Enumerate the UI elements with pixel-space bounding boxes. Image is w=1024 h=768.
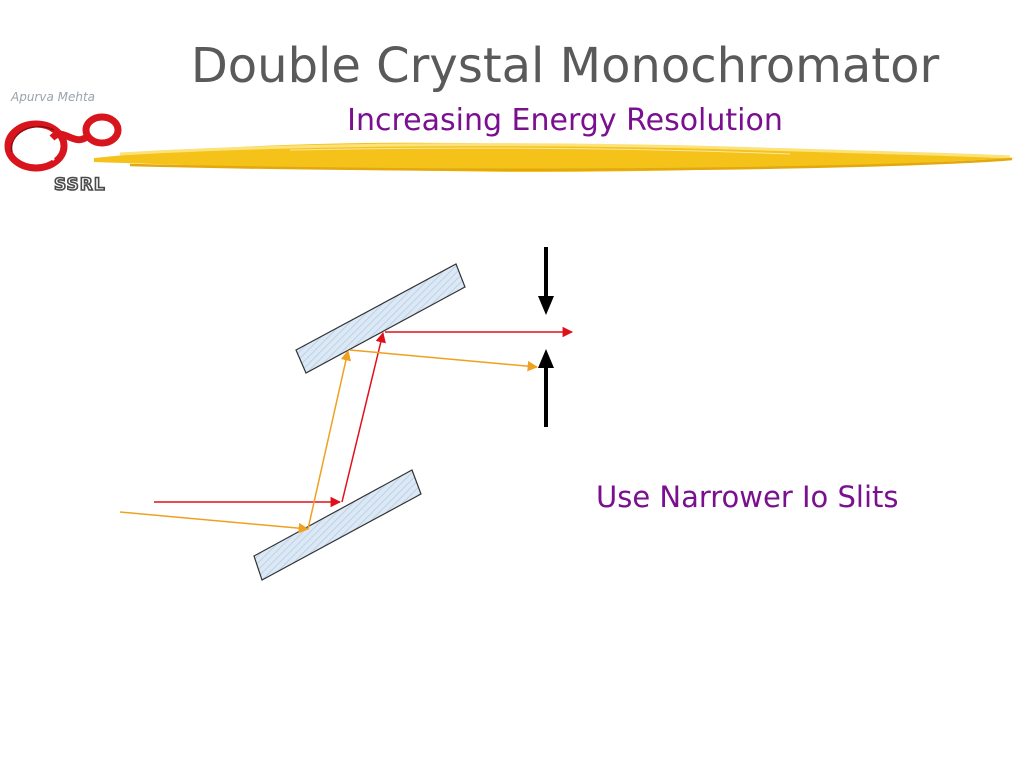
brush-stroke-main xyxy=(94,142,1016,172)
title-underline-brush xyxy=(94,142,1016,172)
logo-text: SSRL xyxy=(54,175,106,195)
brush-stroke-highlight xyxy=(119,143,1011,159)
upper-crystal xyxy=(295,263,466,374)
logo-ring-right xyxy=(82,113,122,147)
logo-ring-left xyxy=(4,120,68,172)
orange-ray-between xyxy=(307,349,352,530)
slide-title: Double Crystal Monochromator xyxy=(190,38,940,94)
ssrl-logo: SSRL xyxy=(4,113,122,196)
lower-slit-arrowhead xyxy=(538,349,554,368)
logo-ring-left-outline xyxy=(10,125,55,153)
orange-ray-exit xyxy=(349,349,539,372)
red-ray-between xyxy=(341,331,386,503)
author-label: Apurva Mehta xyxy=(11,90,96,104)
orange-ray-incident xyxy=(119,511,310,534)
logo-connector xyxy=(49,130,91,144)
logo-swirl xyxy=(20,137,55,161)
brush-stroke-shadow xyxy=(129,157,1013,171)
slits-caption: Use Narrower Io Slits xyxy=(596,480,899,514)
upper-slit-arrowhead xyxy=(538,296,554,315)
slide-subtitle: Increasing Energy Resolution xyxy=(347,103,783,138)
lower-crystal xyxy=(253,469,422,581)
brush-stroke-streak xyxy=(289,147,791,155)
